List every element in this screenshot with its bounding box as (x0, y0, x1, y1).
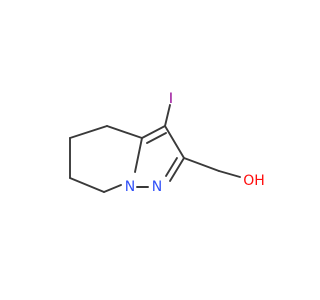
hydroxyl-label: OH (243, 173, 265, 189)
bond-c3a-c3 (141, 125, 166, 139)
bridgehead-nitrogen-label: N (125, 179, 135, 195)
bond-c4-c5 (69, 125, 108, 139)
bonds (69, 104, 241, 193)
bond-c2-ch2 (183, 157, 220, 172)
ring-nitrogen-label: N (152, 179, 162, 195)
molecule-structure-diagram: I N N OH (0, 0, 300, 300)
bond-c2-n2 (169, 157, 185, 182)
bond-c3-c2 (164, 125, 185, 159)
bond-c3-iodine (164, 104, 171, 127)
bond-c7-n1 (103, 184, 122, 193)
bond-c6-c7 (69, 177, 105, 193)
background (0, 0, 300, 300)
bond-c3a-c3-inner (146, 132, 167, 144)
iodine-atom-label: I (169, 91, 173, 107)
atom-labels: I N N OH (125, 91, 265, 195)
bond-c2-n2-inner (165, 157, 178, 177)
bond-ch2-oxygen (218, 170, 241, 178)
bond-n1-c3a (134, 137, 143, 173)
bond-c3a-c4 (106, 125, 143, 139)
